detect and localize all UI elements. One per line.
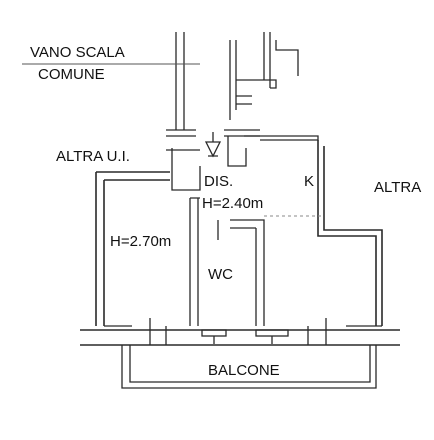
wc-walls <box>189 197 265 326</box>
label-altra: ALTRA <box>374 179 421 196</box>
label-k: K <box>304 173 314 190</box>
right-walls <box>317 140 383 326</box>
label-dis: DIS. <box>204 173 233 190</box>
label-wc: WC <box>208 266 233 283</box>
label-height-270: H=2.70m <box>110 233 171 250</box>
window-markers <box>201 329 289 344</box>
label-comune: COMUNE <box>38 66 105 83</box>
entry-arrow-icon <box>204 141 222 158</box>
label-vano-scala: VANO SCALA <box>30 44 125 61</box>
label-balcone: BALCONE <box>208 362 280 379</box>
entry-post <box>208 132 218 157</box>
left-walls <box>95 171 170 326</box>
label-altra-ui: ALTRA U.I. <box>56 148 130 165</box>
stair-shaft-walls <box>175 32 299 130</box>
entry-walls <box>166 129 319 191</box>
balcony <box>80 318 400 389</box>
label-height-240: H=2.40m <box>202 195 263 212</box>
